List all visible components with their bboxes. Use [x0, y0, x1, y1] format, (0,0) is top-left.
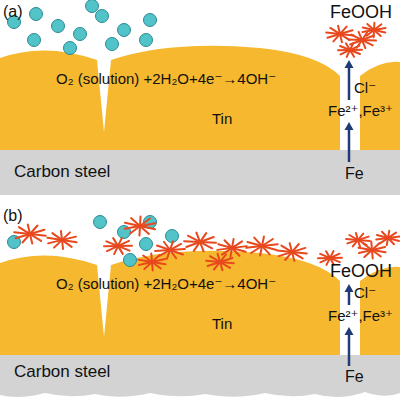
steel-layer	[0, 150, 400, 195]
ion	[124, 254, 137, 267]
equation: O₂ (solution) +2H₂O+4e⁻→4OH⁻	[56, 71, 276, 88]
ion-label: Cl⁻	[354, 80, 376, 97]
crystal-needle	[246, 244, 277, 248]
panel-label: (b)	[3, 207, 23, 225]
ion	[94, 216, 107, 229]
ion	[30, 8, 43, 21]
crystal-needle	[377, 235, 399, 241]
panel-label: (a)	[3, 3, 23, 21]
steel-layer	[0, 355, 400, 397]
ion	[144, 14, 157, 27]
arrow-head	[345, 327, 354, 335]
layer-name: Tin	[212, 111, 232, 128]
tin-layer	[0, 251, 340, 355]
crystal-needle	[348, 39, 376, 40]
crystal-needle	[186, 237, 213, 247]
ion	[140, 34, 153, 47]
equation: O₂ (solution) +2H₂O+4e⁻→4OH⁻	[56, 276, 276, 293]
steel-substrate: Carbon steel	[0, 150, 340, 195]
tin-coating: O₂ (solution) +2H₂O+4e⁻→4OH⁻ Tin	[0, 250, 340, 355]
ions	[8, 0, 179, 267]
flux-arrow	[348, 333, 351, 366]
crystal-needle	[218, 244, 245, 251]
crystal-needle	[139, 259, 165, 265]
crystal-needle	[362, 28, 385, 32]
product-label: FeOOH	[330, 262, 392, 282]
ion	[86, 0, 99, 13]
ion-label: Fe²⁺,Fe³⁺	[328, 103, 393, 120]
crystal-needle	[48, 237, 76, 244]
steel-substrate: Carbon steel	[0, 355, 340, 395]
arrow-head	[345, 284, 354, 292]
crystal-needle	[125, 223, 156, 228]
tin-layer	[0, 46, 340, 150]
ion-label: Fe²⁺,Fe³⁺	[328, 308, 393, 325]
metal-label: Fe	[345, 165, 364, 183]
crystal-needle	[155, 249, 185, 251]
product-label: FeOOH	[330, 3, 392, 23]
layer-name: Carbon steel	[14, 363, 110, 382]
crystal-needle	[106, 241, 129, 250]
flux-arrow	[348, 66, 351, 100]
crystal-needle	[277, 251, 307, 254]
ion	[106, 38, 119, 51]
crystal-needle	[47, 238, 76, 242]
ion	[140, 238, 153, 251]
crystal-needle	[359, 247, 385, 253]
feooh-crystals	[14, 23, 399, 271]
crystal-needle	[340, 46, 360, 54]
ion-label: Cl⁻	[354, 285, 376, 302]
flux-arrow	[348, 290, 351, 305]
flux-arrow	[348, 128, 351, 162]
tin-coating: O₂ (solution) +2H₂O+4e⁻→4OH⁻ Tin	[0, 45, 340, 150]
arrow-head	[345, 122, 354, 130]
layer-name: Tin	[212, 316, 232, 333]
ion	[118, 24, 131, 37]
ion	[96, 10, 109, 23]
crystal-needle	[210, 256, 230, 268]
ion	[28, 34, 41, 47]
layer-name: Carbon steel	[14, 163, 110, 182]
ion	[166, 230, 179, 243]
arrow-head	[345, 60, 354, 68]
crystal-needle	[16, 230, 45, 238]
ion	[52, 20, 65, 33]
crystal-needle	[318, 257, 342, 259]
ion	[64, 42, 77, 55]
crystal-needle	[327, 30, 352, 37]
metal-label: Fe	[345, 368, 364, 386]
crystal-needle	[349, 235, 366, 245]
ion	[74, 28, 87, 41]
